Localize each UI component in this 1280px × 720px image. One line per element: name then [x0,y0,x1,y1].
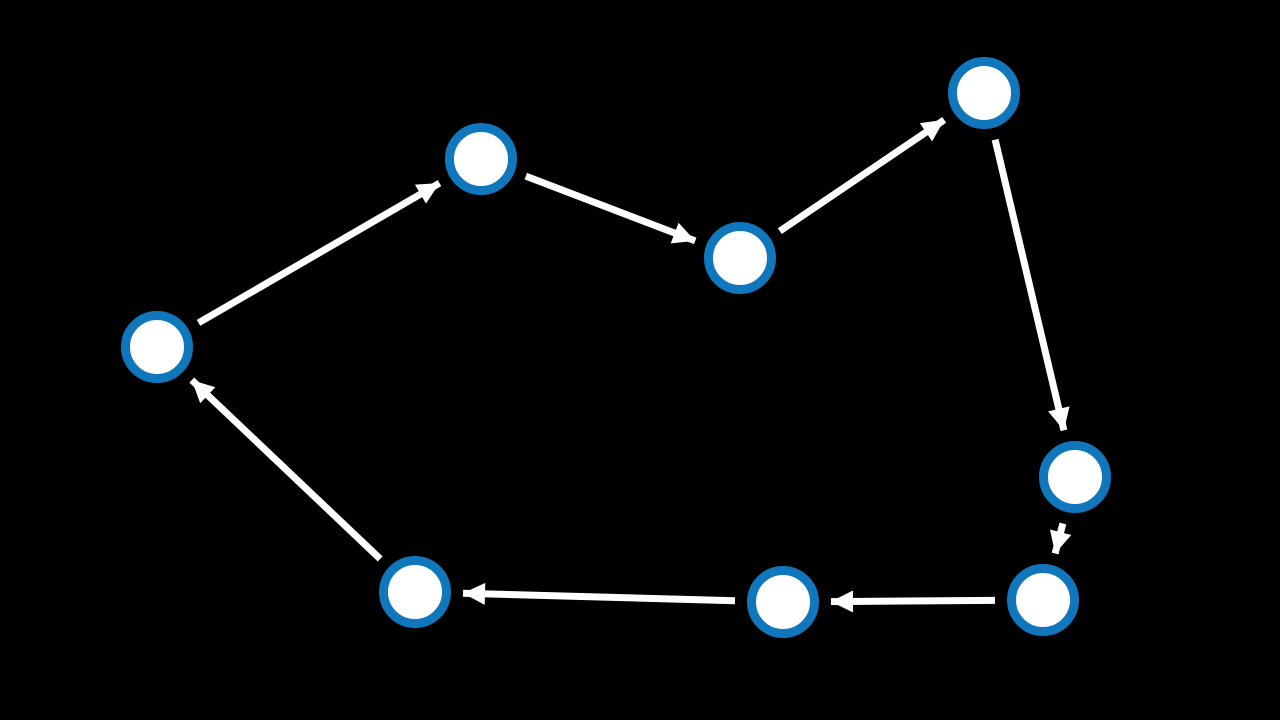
edges-layer [189,117,1072,613]
node-upper-left [445,123,517,195]
graph-edge-node-bottom-middle-to-node-bottom-left [462,582,736,605]
node-right [1039,441,1111,513]
node-top-right [948,57,1020,129]
nodes-layer [121,57,1111,638]
graph-edge-node-right-to-node-bottom-right [1049,522,1072,555]
node-bottom-middle [747,566,819,638]
node-bottom-right [1007,564,1079,636]
node-upper-middle [704,222,776,294]
graph-edge-node-bottom-right-to-node-bottom-middle [830,590,996,613]
graph-edge-node-bottom-left-to-node-left [189,377,383,562]
graph-edge-node-left-to-node-upper-left [196,180,442,326]
graph-edge-node-top-right-to-node-right [991,138,1070,432]
graph-edge-node-upper-middle-to-node-top-right [777,117,947,234]
node-left [121,311,193,383]
graph-edge-node-upper-left-to-node-upper-middle [524,172,697,245]
node-bottom-left [379,556,451,628]
